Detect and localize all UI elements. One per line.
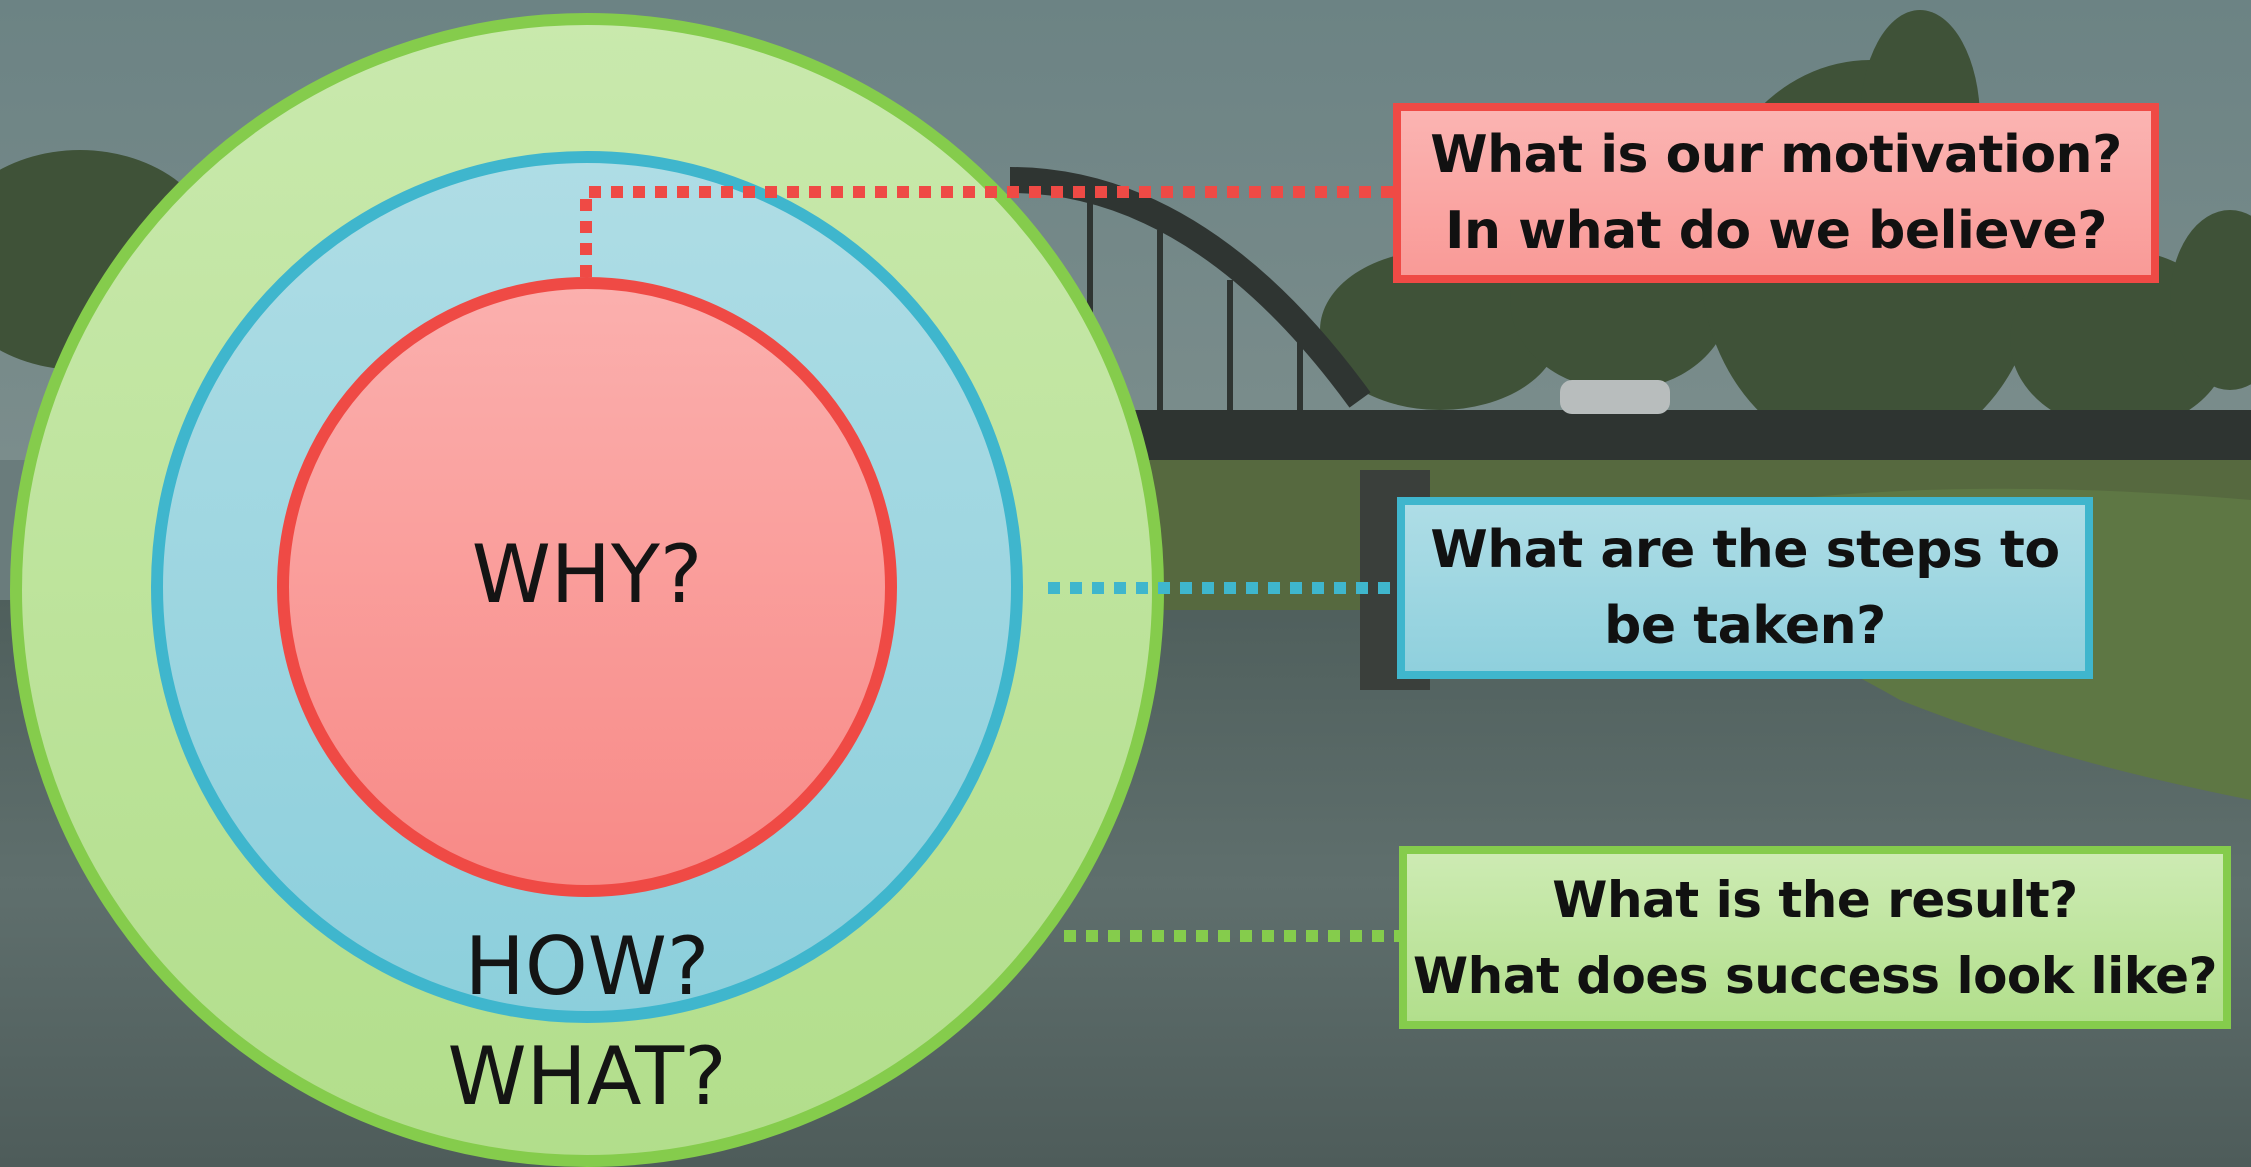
what-label: WHAT? [447, 1030, 727, 1123]
what-callout-line-1: What is the result? [1552, 870, 2078, 929]
what-callout-line-2: What does success look like? [1412, 946, 2218, 1005]
how-callout-box: What are the steps to be taken? [1397, 497, 2093, 679]
how-callout-line-2: be taken? [1604, 596, 1886, 656]
why-callout-line-1: What is our motivation? [1430, 125, 2122, 185]
why-callout-box: What is our motivation? In what do we be… [1393, 103, 2159, 283]
golden-circle [10, 13, 1164, 1167]
inner-circle-why [277, 277, 897, 897]
how-label: HOW? [464, 920, 710, 1013]
why-label: WHY? [471, 528, 703, 621]
connector-lines [580, 186, 1401, 942]
bridge-deck [1000, 410, 2251, 460]
what-callout-box: What is the result? What does success lo… [1399, 846, 2231, 1029]
how-callout-line-1: What are the steps to [1430, 520, 2060, 580]
connector-why [580, 186, 1395, 277]
bridge-arch [1009, 167, 1371, 408]
why-callout-line-2: In what do we believe? [1445, 201, 2107, 261]
car [1560, 380, 1670, 414]
